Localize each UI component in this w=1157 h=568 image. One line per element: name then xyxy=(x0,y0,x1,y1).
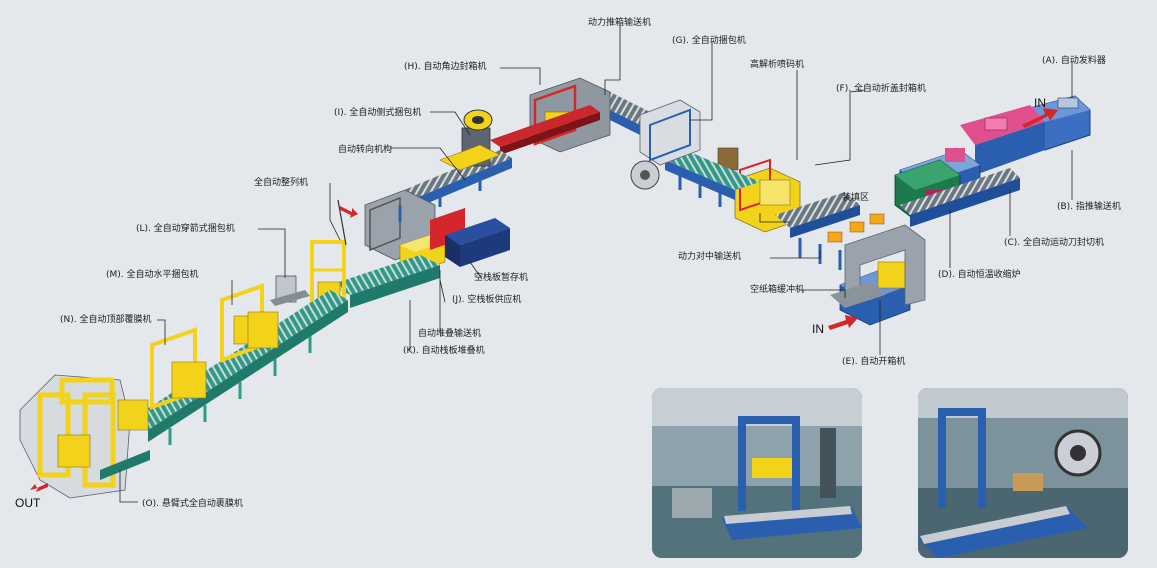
in-label-bottom: IN xyxy=(812,322,824,336)
out-label: OUT xyxy=(15,496,41,510)
label-m: (M). 全自动水平捆包机 xyxy=(106,270,199,280)
label-f: (F). 全自动折盖封箱机 xyxy=(836,84,926,94)
label-l: (L). 全自动穿箭式捆包机 xyxy=(136,224,235,234)
label-empty-buffer: 空纸箱缓冲机 xyxy=(750,285,805,295)
label-j: (J). 空栈板供应机 xyxy=(452,295,522,305)
in-arrow-top xyxy=(1022,108,1058,128)
label-b: (B). 指推输送机 xyxy=(1057,202,1121,212)
label-c: (C). 全自动运动刀封切机 xyxy=(1004,238,1105,248)
label-power-conveyor: 动力推箱输送机 xyxy=(588,18,652,28)
label-o: (O). 悬臂式全自动裹膜机 xyxy=(142,499,243,509)
label-h: (H). 自动角边封箱机 xyxy=(404,62,487,72)
flow-arrows xyxy=(30,108,1058,492)
factory-photo-left xyxy=(652,388,862,558)
in-label-top: IN xyxy=(1034,96,1046,110)
label-e: (E). 自动开箱机 xyxy=(842,357,906,367)
label-g: (G). 全自动捆包机 xyxy=(672,36,746,46)
box-area-machines xyxy=(665,147,926,326)
label-d: (D). 自动恒温收缩炉 xyxy=(938,270,1021,280)
label-stack-conveyor: 自动堆叠输送机 xyxy=(418,329,482,339)
wrapping-area xyxy=(19,283,279,499)
label-pallet-store: 空栈板暂存机 xyxy=(474,273,529,283)
feed-line-machines xyxy=(894,95,1091,227)
factory-photo-right xyxy=(918,388,1128,558)
transfer-arrow xyxy=(340,206,358,218)
in-arrow-bottom xyxy=(828,315,858,330)
leader-lines xyxy=(119,24,1073,503)
label-i: (I). 全自动侧式捆包机 xyxy=(334,108,422,118)
top-center-machines xyxy=(490,77,701,190)
stacking-area xyxy=(270,109,512,314)
label-n: (N). 全自动顶部覆膜机 xyxy=(60,315,152,325)
label-filling-zone: 装填区 xyxy=(842,193,870,203)
label-sorting: 全自动整列机 xyxy=(254,178,309,188)
label-hires-coder: 高解析喷码机 xyxy=(750,60,805,70)
label-k: (K). 自动栈板堆叠机 xyxy=(403,346,485,356)
label-turning: 自动转向机构 xyxy=(338,145,393,155)
label-centering-conveyor: 动力对中输送机 xyxy=(678,252,742,262)
out-arrow xyxy=(30,483,48,492)
label-a: (A). 自动发料器 xyxy=(1042,56,1106,66)
